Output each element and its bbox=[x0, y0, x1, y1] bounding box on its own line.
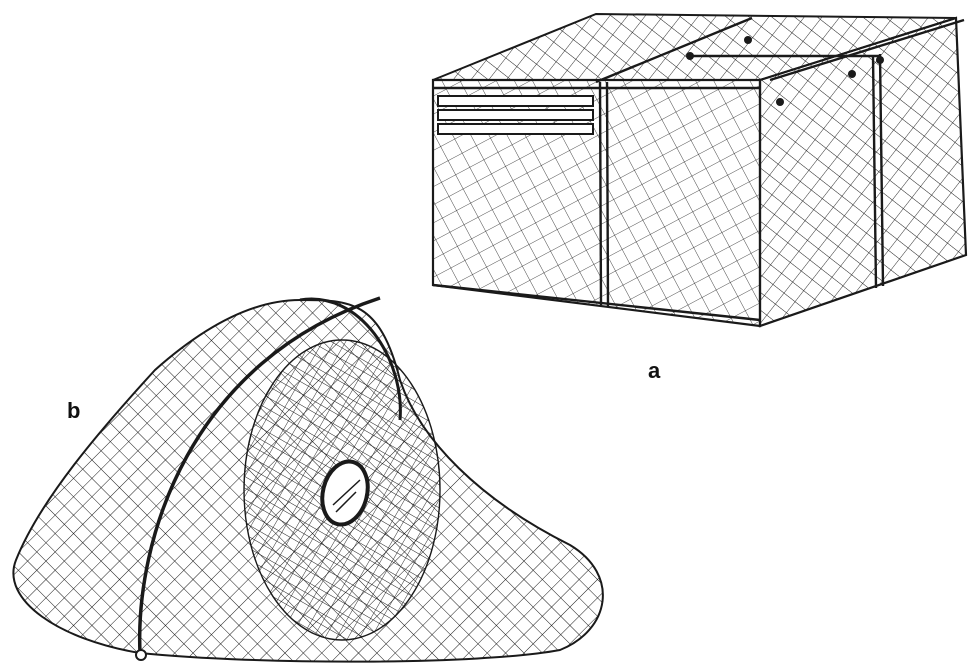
panel-label-b: b bbox=[67, 398, 81, 423]
panel-label-a: a bbox=[648, 358, 661, 383]
box-trap-side bbox=[758, 16, 968, 328]
conical-trap bbox=[12, 296, 604, 663]
rear-hoop bbox=[299, 297, 402, 421]
base-ring bbox=[135, 649, 147, 661]
box-trap bbox=[431, 12, 968, 328]
front-hoop bbox=[137, 296, 381, 654]
